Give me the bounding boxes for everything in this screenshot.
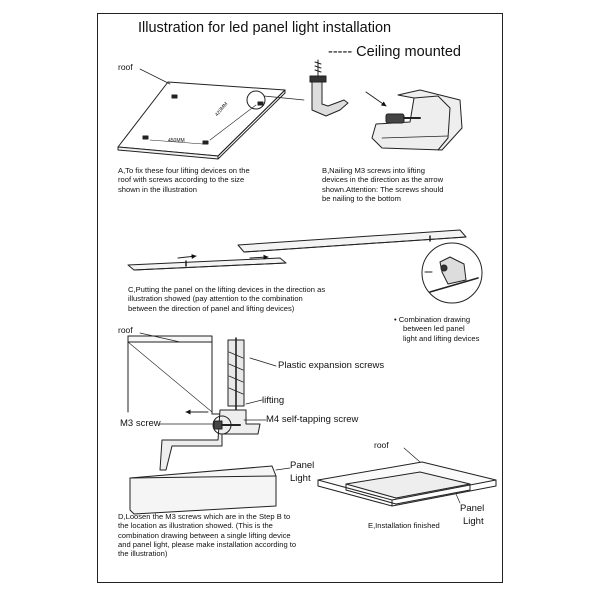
diagram-subtitle: ----- Ceiling mounted — [328, 44, 461, 60]
step-c-panel-drawing — [128, 230, 466, 270]
caption-step-d: D,Loosen the M3 screws which are in the … — [118, 512, 297, 558]
caption-step-c: C,Putting the panel on the lifting devic… — [128, 285, 326, 313]
panel-light-label-e-line1: Panel — [460, 503, 485, 514]
roof-label-e: roof — [374, 440, 389, 450]
ceiling-bracket-drawing — [310, 60, 348, 116]
lifting-device-mark — [258, 102, 263, 105]
panel-light-label-d-line1: Panel — [290, 460, 315, 471]
step-e-finished-drawing — [318, 448, 496, 506]
panel-light-label-e-line2: Light — [463, 516, 484, 527]
step-a-roof-drawing — [118, 69, 304, 159]
step-d-section-drawing — [128, 333, 290, 514]
roof-label-d: roof — [118, 325, 133, 335]
plastic-expansion-screws-label: Plastic expansion screws — [278, 360, 385, 371]
lifting-device-mark — [143, 136, 148, 139]
panel-light-label-d-line2: Light — [290, 473, 311, 484]
roof-label-a: roof — [118, 62, 133, 72]
lifting-device-mark — [172, 95, 177, 98]
m4-screw-label: M4 self-tapping screw — [266, 414, 359, 425]
step-b-bracket-drawing — [366, 90, 462, 150]
diagram-title: Illustration for led panel light install… — [138, 20, 392, 36]
lifting-device-mark — [203, 141, 208, 144]
caption-step-e: E,Installation finished — [368, 521, 440, 530]
caption-step-b: B,Nailing M3 screws into lifting devices… — [322, 166, 444, 203]
dimension-label-450: 450MM — [168, 138, 185, 144]
lifting-label: lifting — [262, 395, 285, 406]
caption-combination-drawing: • Combination drawing between led panel … — [394, 315, 480, 343]
illustration-frame — [97, 13, 503, 583]
caption-step-a: A,To fix these four lifting devices on t… — [118, 166, 250, 194]
m3-screw-label: M3 screw — [120, 418, 161, 429]
combination-detail-drawing — [422, 243, 482, 303]
